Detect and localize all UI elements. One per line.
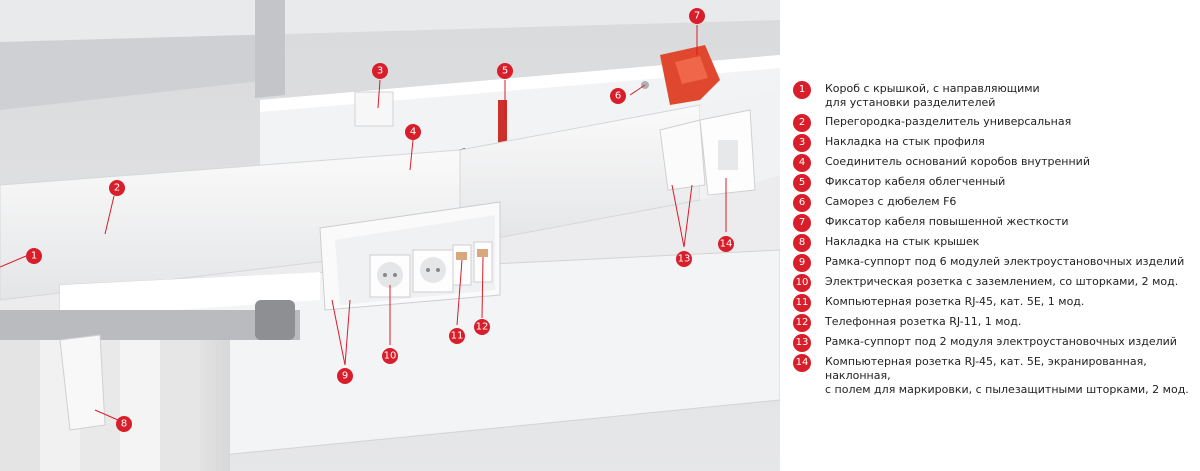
- legend-item: 2 Перегородка-разделитель универсальная: [793, 114, 1193, 135]
- legend-text: Электрическая розетка с заземлением, со …: [825, 275, 1179, 288]
- callout-1: 1: [26, 248, 42, 264]
- svg-text:6: 6: [615, 91, 621, 102]
- svg-text:7: 7: [694, 11, 700, 22]
- svg-text:8: 8: [121, 419, 127, 430]
- legend-number-badge: 12: [793, 314, 811, 332]
- legend-text: Компьютерная розетка RJ-45, кат. 5Е, экр…: [825, 355, 1189, 396]
- legend-number-badge: 7: [793, 214, 811, 232]
- legend-item: 6 Саморез с дюбелем F6: [793, 194, 1193, 215]
- legend-list: 1 Короб с крышкой, с направляющими для ус…: [793, 81, 1193, 396]
- legend-text: Рамка-суппорт под 6 модулей электроустан…: [825, 255, 1185, 268]
- legend-text: Фиксатор кабеля повышенной жесткости: [825, 215, 1069, 228]
- callout-14: 14: [718, 236, 734, 252]
- legend-item: 1 Короб с крышкой, с направляющими для ус…: [793, 81, 1193, 115]
- callout-12: 12: [474, 319, 490, 335]
- legend-item: 14 Компьютерная розетка RJ-45, кат. 5Е, э…: [793, 354, 1193, 396]
- legend-text: Рамка-суппорт под 2 модуля электроустано…: [825, 335, 1177, 348]
- legend-item: 13 Рамка-суппорт под 2 модуля электроуста…: [793, 334, 1193, 355]
- legend-number-badge: 13: [793, 334, 811, 352]
- legend-item: 9 Рамка-суппорт под 6 модулей электроуста…: [793, 254, 1193, 275]
- legend-item: 4 Соединитель оснований коробов внутренни…: [793, 154, 1193, 175]
- legend-item: 8 Накладка на стык крышек: [793, 234, 1193, 255]
- legend-number-badge: 10: [793, 274, 811, 292]
- cover-joint-overlay: [59, 334, 106, 431]
- legend-number-badge: 14: [793, 354, 811, 372]
- svg-text:1: 1: [31, 251, 37, 262]
- callout-13: 13: [676, 251, 692, 267]
- legend-number-badge: 5: [793, 174, 811, 192]
- legend-item: 7 Фиксатор кабеля повышенной жесткости: [793, 214, 1193, 235]
- legend-text: Телефонная розетка RJ-11, 1 мод.: [825, 315, 1022, 328]
- legend-text: Накладка на стык профиля: [825, 135, 985, 148]
- svg-text:12: 12: [476, 322, 489, 333]
- legend-text: Накладка на стык крышек: [825, 235, 980, 248]
- legend-item: 12 Телефонная розетка RJ-11, 1 мод.: [793, 314, 1193, 335]
- legend-text: Саморез с дюбелем F6: [825, 195, 957, 208]
- legend-number-badge: 6: [793, 194, 811, 212]
- callout-6: 6: [610, 88, 626, 104]
- cable-fixator-light: [498, 100, 507, 160]
- callout-4: 4: [405, 124, 421, 140]
- legend-number-badge: 4: [793, 154, 811, 172]
- callout-3: 3: [372, 63, 388, 79]
- callout-8: 8: [116, 416, 132, 432]
- callout-2: 2: [109, 180, 125, 196]
- legend-text: Компьютерная розетка RJ-45, кат. 5Е, 1 м…: [825, 295, 1085, 308]
- cable-trunking-illustration: 1 2 3 4 5 6 7 8 9 10 11 12 13 14: [0, 0, 780, 471]
- svg-text:4: 4: [410, 127, 416, 138]
- svg-text:3: 3: [377, 66, 383, 77]
- callout-11: 11: [449, 328, 465, 344]
- svg-text:14: 14: [720, 239, 733, 250]
- legend-number-badge: 1: [793, 81, 811, 99]
- legend-number-badge: 11: [793, 294, 811, 312]
- svg-text:2: 2: [114, 183, 120, 194]
- legend-number-badge: 3: [793, 134, 811, 152]
- support-frame-2-modules: [659, 119, 706, 191]
- legend-item: 11 Компьютерная розетка RJ-45, кат. 5Е, 1…: [793, 294, 1193, 315]
- legend-item: 10 Электрическая розетка с заземлением, с…: [793, 274, 1193, 295]
- callout-10: 10: [382, 348, 398, 364]
- legend-text: Перегородка-разделитель универсальная: [825, 115, 1072, 128]
- legend-item: 5 Фиксатор кабеля облегченный: [793, 174, 1193, 195]
- legend-number-badge: 9: [793, 254, 811, 272]
- profile-joint-cover: [354, 91, 394, 127]
- callout-9: 9: [337, 368, 353, 384]
- svg-text:11: 11: [451, 331, 464, 342]
- svg-text:10: 10: [384, 351, 397, 362]
- legend-number-badge: 8: [793, 234, 811, 252]
- svg-text:9: 9: [342, 371, 348, 382]
- svg-text:5: 5: [502, 66, 508, 77]
- legend-text: Короб с крышкой, с направляющими для уст…: [825, 82, 1040, 109]
- legend-number-badge: 2: [793, 114, 811, 132]
- callout-5: 5: [497, 63, 513, 79]
- legend-text: Фиксатор кабеля облегченный: [825, 175, 1006, 188]
- legend-item: 3 Накладка на стык профиля: [793, 134, 1193, 155]
- legend-text: Соединитель оснований коробов внутренний: [825, 155, 1090, 168]
- svg-text:13: 13: [678, 254, 691, 265]
- callout-7: 7: [689, 8, 705, 24]
